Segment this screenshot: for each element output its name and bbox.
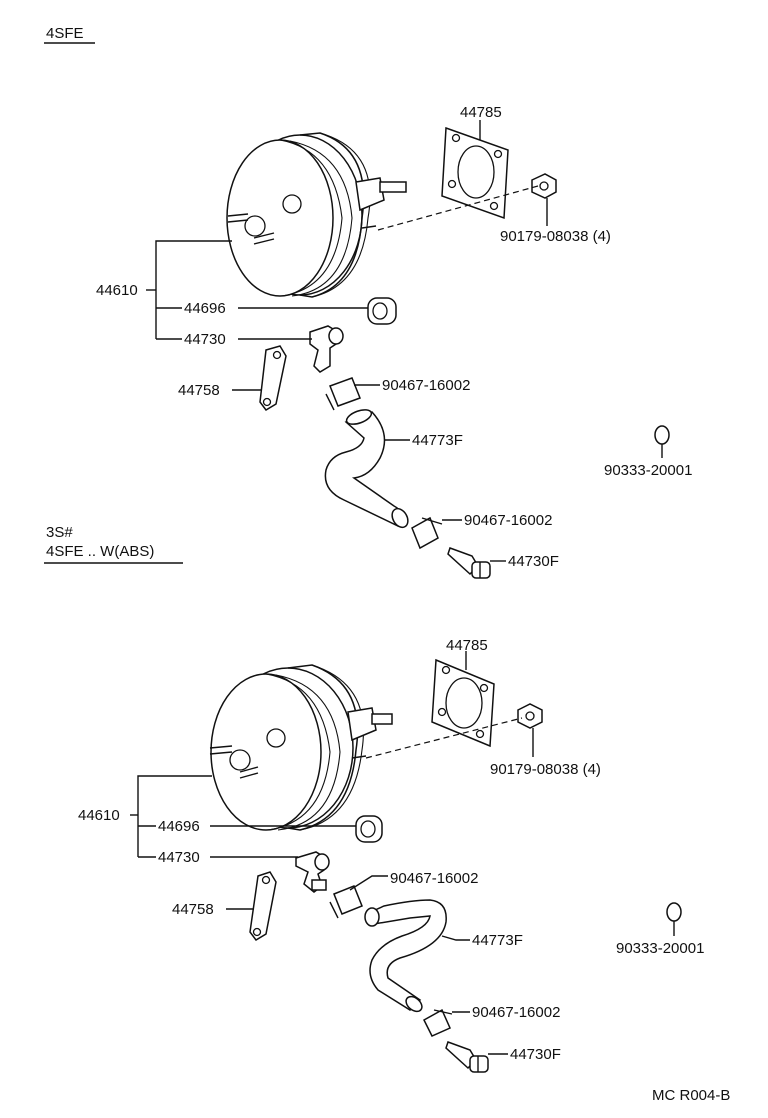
label-booster: 44610 <box>78 807 120 824</box>
section-heading: 4SFE <box>46 25 84 42</box>
label-nut: 90179-08038 (4) <box>490 761 601 778</box>
label-check-valve: 44730 <box>184 331 226 348</box>
leader-booster <box>155 240 232 290</box>
check-valve <box>295 851 330 893</box>
label-seal: 90333-20001 <box>616 940 704 957</box>
mounting-flange <box>441 126 509 220</box>
flange-nut <box>531 173 557 199</box>
footer-code: MC R004-B <box>652 1087 730 1104</box>
leader-booster <box>137 775 212 815</box>
label-flange: 44785 <box>460 104 502 121</box>
flange-nut <box>517 703 543 729</box>
leader-hose <box>441 935 470 941</box>
label-grommet: 44696 <box>184 300 226 317</box>
bracket <box>249 871 277 941</box>
hose-clamp-upper <box>329 885 363 919</box>
label-union: 44730F <box>508 553 559 570</box>
label-seal: 90333-20001 <box>604 462 692 479</box>
leader-clamp-upper <box>349 875 388 891</box>
label-clamp-upper: 90467-16002 <box>390 870 478 887</box>
label-hose: 44773F <box>472 932 523 949</box>
union-fitting <box>447 547 491 579</box>
section-3s-4sfe-abs: 3S# 4SFE .. W(ABS) <box>44 524 704 1073</box>
label-clamp-upper: 90467-16002 <box>382 377 470 394</box>
label-clamp-lower: 90467-16002 <box>472 1004 560 1021</box>
assembly-line <box>365 717 523 759</box>
label-hose: 44773F <box>412 432 463 449</box>
brake-booster <box>226 132 407 298</box>
label-nut: 90179-08038 (4) <box>500 228 611 245</box>
vacuum-hose <box>364 899 447 1013</box>
section-4sfe: 4SFE <box>44 25 692 579</box>
vacuum-hose <box>324 409 409 529</box>
hose-clamp-lower <box>423 1008 453 1037</box>
label-booster: 44610 <box>96 282 138 299</box>
label-grommet: 44696 <box>158 818 200 835</box>
grommet <box>367 297 397 325</box>
check-valve <box>309 325 344 373</box>
label-bracket: 44758 <box>178 382 220 399</box>
mounting-flange <box>431 658 495 748</box>
hose-clamp-lower <box>411 516 443 550</box>
union-fitting <box>445 1041 489 1073</box>
label-clamp-lower: 90467-16002 <box>464 512 552 529</box>
hose-clamp-upper <box>325 377 361 411</box>
section-heading-line-1: 3S# <box>46 524 73 541</box>
bracket <box>259 345 287 411</box>
label-union: 44730F <box>510 1046 561 1063</box>
brake-booster <box>209 664 393 831</box>
label-flange: 44785 <box>446 637 488 654</box>
seal-ring <box>654 425 670 445</box>
assembly-line <box>377 185 539 231</box>
section-heading-line-2: 4SFE .. W(ABS) <box>46 543 154 560</box>
grommet <box>355 815 383 843</box>
seal-ring <box>666 902 682 922</box>
label-bracket: 44758 <box>172 901 214 918</box>
label-check-valve: 44730 <box>158 849 200 866</box>
